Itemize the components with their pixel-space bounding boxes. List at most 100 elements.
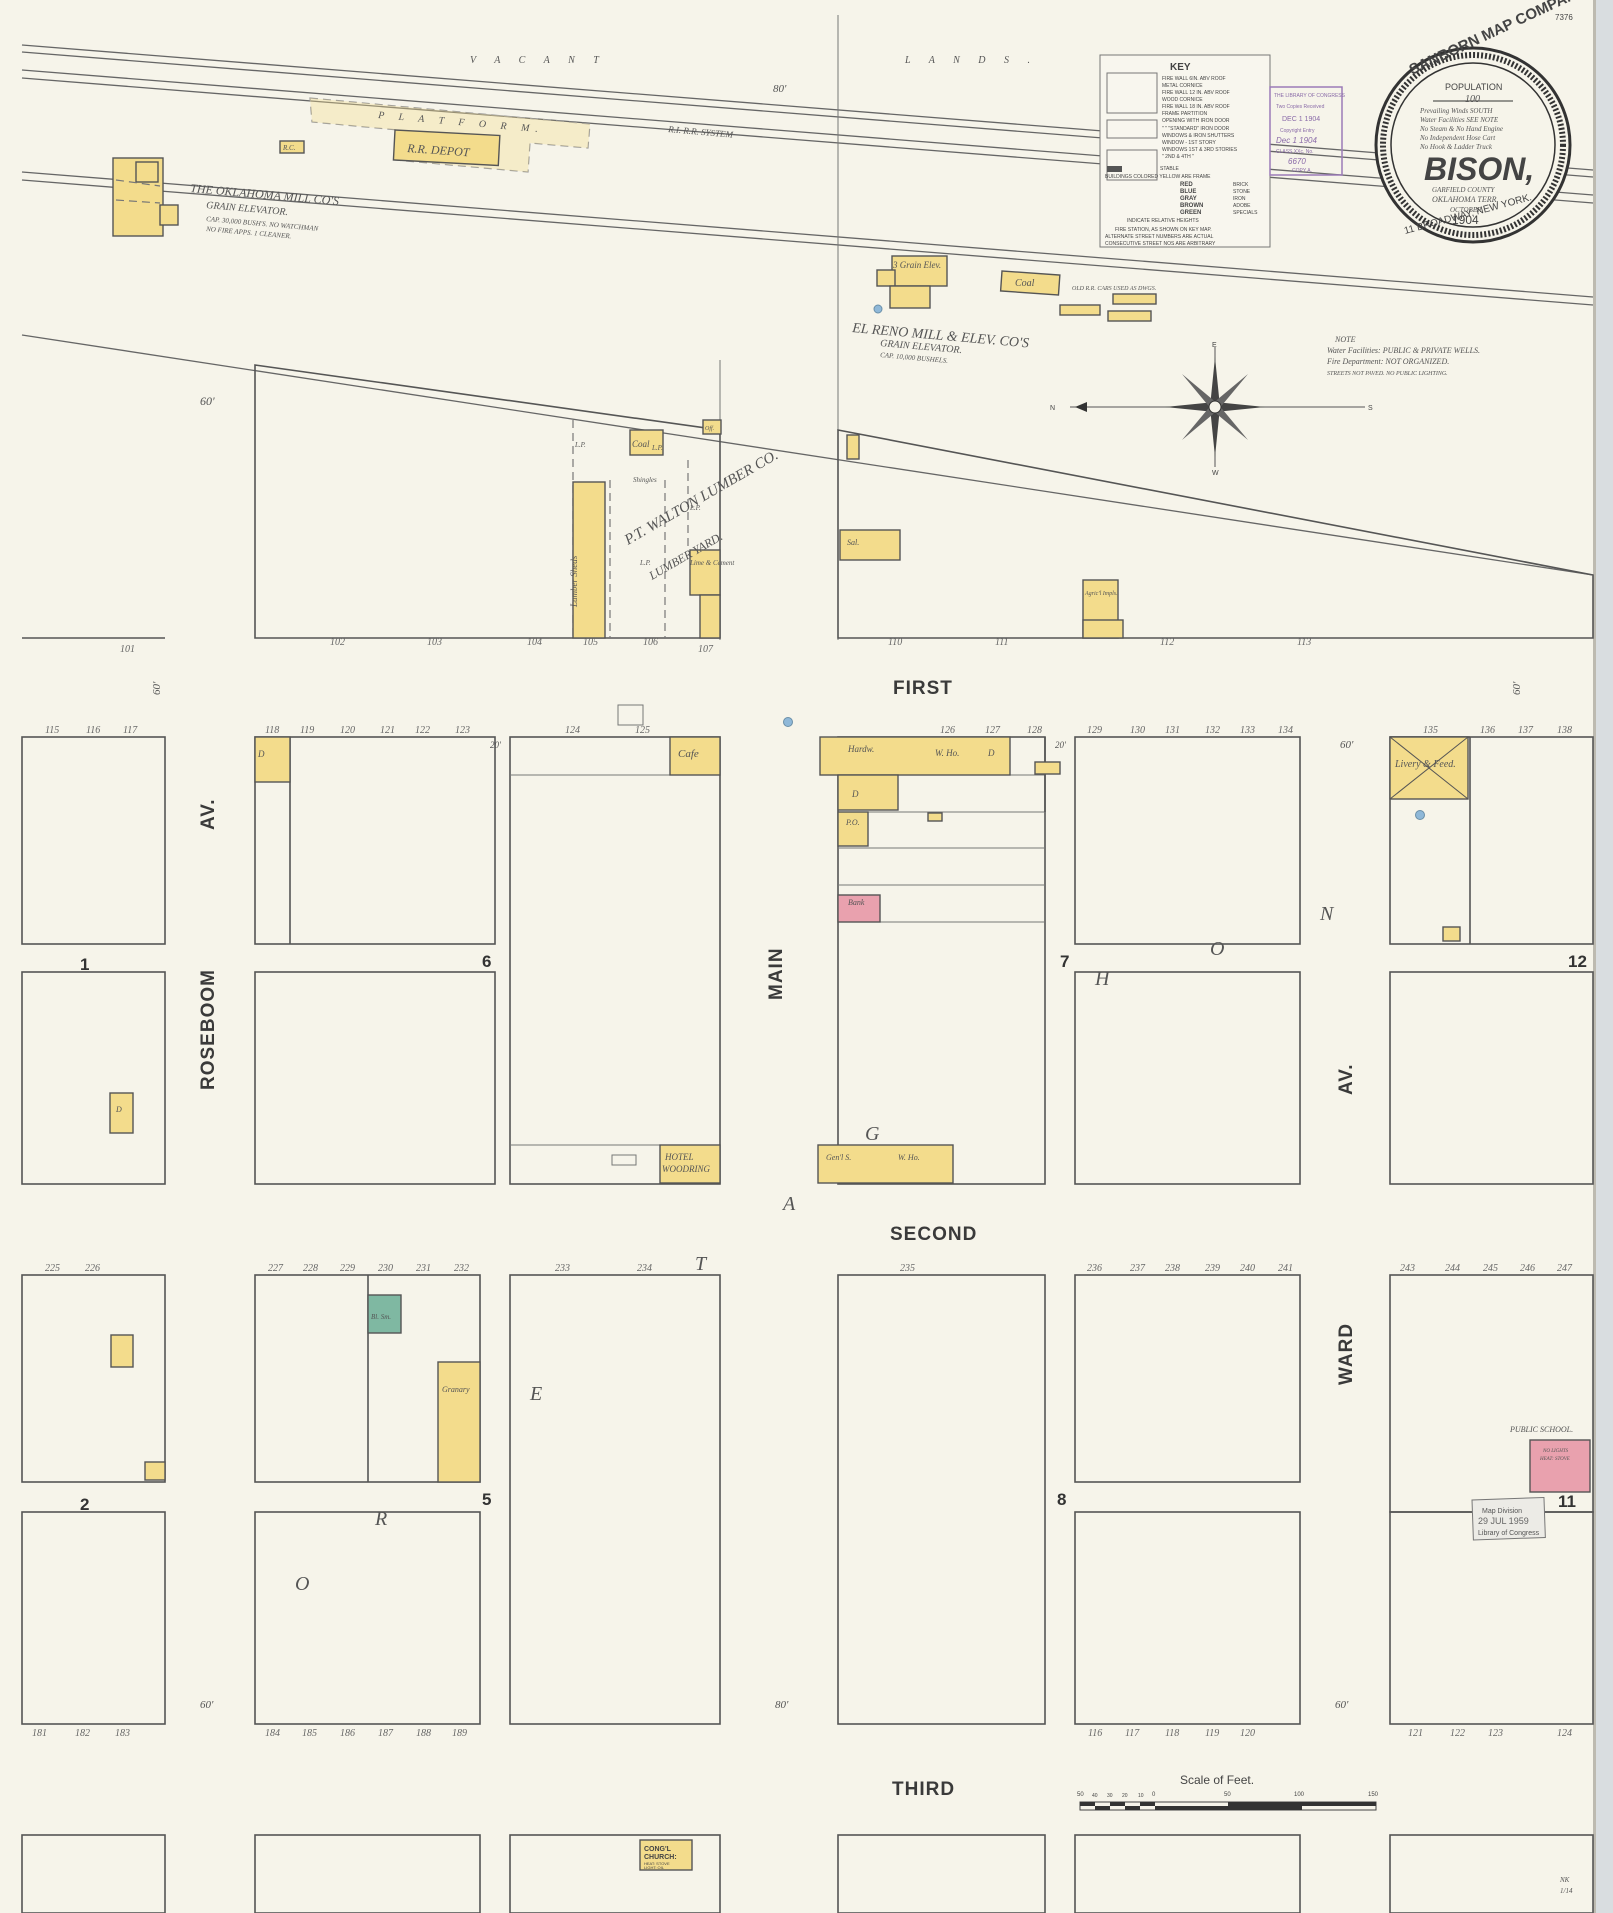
svg-text:Agric'l Impls.: Agric'l Impls. — [1084, 591, 1118, 597]
svg-text:STABLE: STABLE — [1160, 166, 1179, 172]
svg-text:184: 184 — [265, 1728, 280, 1739]
svg-text:Coal: Coal — [632, 439, 650, 449]
svg-text:150: 150 — [1368, 1792, 1379, 1798]
svg-text:116: 116 — [1088, 1728, 1102, 1739]
svg-text:121: 121 — [380, 725, 395, 736]
svg-text:Bl. Sm.: Bl. Sm. — [371, 1313, 391, 1321]
svg-text:ADOBE: ADOBE — [1233, 203, 1251, 209]
svg-text:P.O.: P.O. — [845, 818, 860, 827]
svg-text:50: 50 — [1077, 1792, 1084, 1798]
svg-text:186: 186 — [340, 1728, 355, 1739]
svg-text:WINDOW - 1ST STORY: WINDOW - 1ST STORY — [1162, 140, 1217, 146]
svg-text:Granary: Granary — [442, 1385, 470, 1394]
block-6b — [254, 971, 496, 1185]
svg-text:D: D — [851, 789, 859, 799]
svg-text:O: O — [295, 1573, 309, 1595]
svg-text:BISON,: BISON, — [1424, 151, 1534, 187]
svg-text:110: 110 — [888, 637, 902, 648]
svg-text:Prevailing Winds SOUTH: Prevailing Winds SOUTH — [1419, 107, 1493, 115]
svg-text:ALTERNATE STREET NUMBERS ARE A: ALTERNATE STREET NUMBERS ARE ACTUAL — [1105, 234, 1214, 240]
svg-text:182: 182 — [75, 1728, 90, 1739]
block-11b — [1389, 1511, 1594, 1725]
svg-text:FIRE STATION, AS SHOWN ON KEY: FIRE STATION, AS SHOWN ON KEY MAP. — [1115, 227, 1212, 233]
svg-text:226: 226 — [85, 1263, 100, 1274]
svg-text:NO LIGHTS: NO LIGHTS — [1542, 1449, 1569, 1454]
svg-text:RED: RED — [1180, 182, 1193, 188]
svg-text:80': 80' — [773, 83, 787, 95]
svg-text:W: W — [1212, 470, 1219, 477]
svg-text:D: D — [257, 749, 265, 759]
map-key — [1099, 54, 1271, 248]
svg-text:7376: 7376 — [1555, 13, 1573, 22]
svg-text:106: 106 — [643, 637, 658, 648]
well-icon — [783, 717, 793, 727]
buildings — [109, 704, 1591, 1871]
rc-building — [279, 140, 305, 154]
svg-text:127: 127 — [985, 725, 1001, 736]
svg-text:100: 100 — [1465, 94, 1480, 105]
svg-text:1904: 1904 — [1452, 213, 1479, 227]
svg-text:MAIN: MAIN — [766, 947, 787, 1000]
svg-text:132: 132 — [1205, 725, 1220, 736]
svg-text:2: 2 — [80, 1495, 89, 1514]
svg-text:185: 185 — [302, 1728, 317, 1739]
svg-text:118: 118 — [1165, 1728, 1179, 1739]
svg-text:G: G — [865, 1123, 880, 1145]
svg-text:137: 137 — [1518, 725, 1534, 736]
svg-text:187: 187 — [378, 1728, 394, 1739]
svg-text:POPULATION: POPULATION — [1445, 82, 1502, 92]
svg-text:243: 243 — [1400, 1263, 1415, 1274]
svg-text:129: 129 — [1087, 725, 1102, 736]
svg-text:O: O — [1210, 938, 1224, 960]
svg-text:N: N — [1050, 405, 1055, 412]
svg-text:Off.: Off. — [705, 425, 714, 432]
svg-text:240: 240 — [1240, 1263, 1255, 1274]
library-of-congress-stamp — [1269, 86, 1343, 176]
svg-text:118: 118 — [265, 725, 279, 736]
svg-text:235: 235 — [900, 1263, 915, 1274]
svg-text:Copyright Entry: Copyright Entry — [1280, 128, 1315, 134]
lot-north-east — [837, 429, 1594, 639]
svg-text:IRON: IRON — [1233, 196, 1246, 202]
svg-text:Sal.: Sal. — [847, 538, 859, 547]
svg-text:122: 122 — [1450, 1728, 1465, 1739]
svg-text:SECOND: SECOND — [890, 1224, 977, 1245]
svg-text:60': 60' — [1335, 1699, 1349, 1711]
svg-text:THIRD: THIRD — [892, 1779, 955, 1800]
map-division-stamp — [1471, 1496, 1546, 1541]
svg-text:Shingles: Shingles — [633, 476, 657, 484]
svg-text:Bank: Bank — [848, 898, 865, 907]
svg-text:STREETS NOT PAVED. NO PUBLIC L: STREETS NOT PAVED. NO PUBLIC LIGHTING. — [1327, 371, 1448, 377]
svg-text:SPECIALS: SPECIALS — [1233, 210, 1258, 216]
svg-text:101: 101 — [120, 644, 135, 655]
svg-text:80': 80' — [775, 1699, 789, 1711]
svg-text:131: 131 — [1165, 725, 1180, 736]
svg-text:0: 0 — [1152, 1792, 1156, 1798]
block-8-west — [837, 1274, 1046, 1725]
svg-text:AV.: AV. — [198, 798, 219, 830]
svg-text:BLUE: BLUE — [1180, 189, 1196, 195]
block-6a — [254, 736, 496, 945]
svg-text:20: 20 — [1122, 1793, 1128, 1799]
svg-text:50: 50 — [1224, 1792, 1231, 1798]
svg-text:L.P.: L.P. — [574, 441, 586, 449]
block-8a — [1074, 1274, 1301, 1483]
svg-text:NOTE: NOTE — [1334, 335, 1356, 344]
rr-car-c — [1112, 293, 1157, 305]
svg-text:N: N — [1319, 903, 1335, 925]
svg-text:105: 105 — [583, 637, 598, 648]
svg-text:231: 231 — [416, 1263, 431, 1274]
svg-text:WOODRING: WOODRING — [662, 1164, 710, 1174]
svg-text:119: 119 — [300, 725, 314, 736]
svg-text:OLD R.R. CARS USED AS DWGS.: OLD R.R. CARS USED AS DWGS. — [1072, 286, 1156, 292]
svg-text:20': 20' — [1055, 740, 1067, 750]
block-7a — [1074, 736, 1301, 945]
rr-car-a — [1059, 304, 1101, 316]
svg-text:244: 244 — [1445, 1263, 1460, 1274]
svg-text:116: 116 — [86, 725, 100, 736]
svg-text:" " "STANDARD" IRON DOOR: " " "STANDARD" IRON DOOR — [1162, 126, 1230, 132]
svg-text:6: 6 — [482, 952, 491, 971]
svg-text:130: 130 — [1130, 725, 1145, 736]
svg-text:60': 60' — [1340, 739, 1354, 751]
